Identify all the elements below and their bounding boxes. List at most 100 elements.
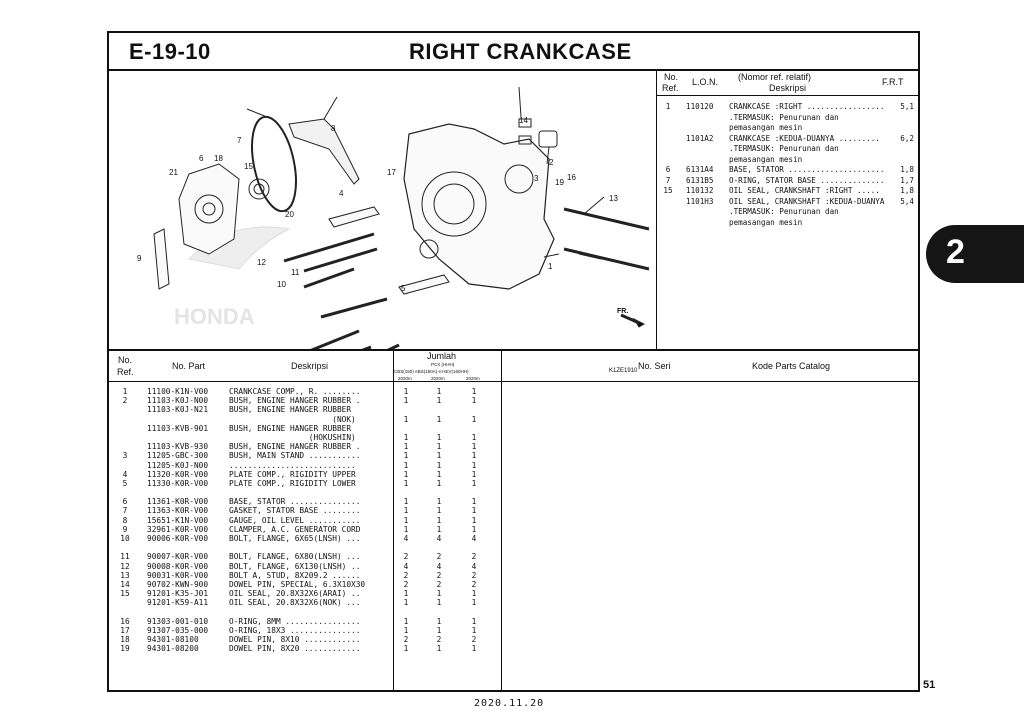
bolt-10b <box>320 297 388 319</box>
cell-q1: 4 <box>403 561 409 571</box>
cell-q2: 1 <box>436 644 442 654</box>
cell-part: 90702-KWN-900 <box>147 579 209 589</box>
parts-table-header: No. Ref. No. Part Deskripsi Jumlah PCX (… <box>109 351 918 382</box>
cell-ref: 5 <box>122 478 128 488</box>
cell-desc: BUSH, MAIN STAND ........... <box>229 451 361 461</box>
lon-row: pemasangan mesin <box>656 155 918 166</box>
header-jumlah-sub: PCX (HHH) <box>431 362 455 367</box>
cell-q3: 1 <box>471 616 477 626</box>
stud-13b <box>563 247 650 271</box>
cell-desc: O-RING, 18X3 ............... <box>229 625 361 635</box>
lon-table: No. Ref. L.O.N. (Nomor ref. relatif) Des… <box>656 69 918 349</box>
plate-lower <box>398 274 450 295</box>
lon-cell-frt: 6,2 <box>900 133 914 143</box>
callout-12: 12 <box>257 258 266 267</box>
cell-q1: 1 <box>403 644 409 654</box>
cell-ref: 16 <box>120 616 130 626</box>
lon-cell-desc: pemasangan mesin <box>729 217 803 227</box>
exploded-diagram: 1 2 3 4 5 6 7 8 9 10 11 12 13 14 15 16 1… <box>109 69 657 374</box>
chapter-tab[interactable]: 2 <box>926 225 1024 283</box>
cell-q3: 1 <box>471 460 477 470</box>
cell-desc: BOLT A, STUD, 8X209.2 ...... <box>229 570 361 580</box>
header-q1: 2020m <box>398 376 412 381</box>
cell-q3: 1 <box>471 478 477 488</box>
cell-q1: 1 <box>403 432 409 442</box>
diagram-code: K1ZE1910 <box>609 368 638 374</box>
lon-cell-ref: 7 <box>665 175 671 185</box>
cell-q1: 1 <box>403 460 409 470</box>
cell-part: 11330-K0R-V00 <box>147 478 209 488</box>
cell-q3: 1 <box>471 497 477 507</box>
cell-desc: BUSH, ENGINE HANGER RUBBER <box>229 405 352 415</box>
cell-ref: 11 <box>120 552 130 562</box>
lon-row: .TERMASUK: Penurunan dan <box>656 207 918 218</box>
cell-desc: GASKET, STATOR BASE ........ <box>229 506 361 516</box>
callout-16: 16 <box>567 173 576 182</box>
dowel-14b <box>518 118 532 128</box>
lon-header-lon: L.O.N. <box>692 77 719 87</box>
bolt-12a <box>283 232 375 263</box>
header-no: No. <box>118 355 133 365</box>
cell-ref: 1 <box>122 387 128 396</box>
stator-base-shape <box>178 163 240 255</box>
cell-q2: 1 <box>436 616 442 626</box>
cell-part: 11320-K0R-V00 <box>147 469 209 479</box>
cell-q2: 1 <box>436 589 442 599</box>
cell-q2: 1 <box>436 432 442 442</box>
lon-cell-lon: 1101H3 <box>686 196 714 206</box>
cell-q3: 2 <box>471 635 477 645</box>
cell-q2: 2 <box>436 579 442 589</box>
lon-cell-desc: .TERMASUK: Penurunan dan <box>729 112 839 122</box>
cell-q2: 1 <box>436 460 442 470</box>
cell-desc: ........................... <box>229 460 356 470</box>
callout-4: 4 <box>339 189 344 198</box>
cell-ref: 8 <box>122 515 128 525</box>
cell-q1: 1 <box>403 414 409 424</box>
cell-part: 15651-K1N-V00 <box>147 515 209 525</box>
lon-cell-frt: 1,7 <box>900 175 914 185</box>
cell-desc: DOWEL PIN, 8X20 ............ <box>229 644 361 654</box>
cell-desc: BASE, STATOR ............... <box>229 497 361 507</box>
lon-cell-desc: pemasangan mesin <box>729 123 803 132</box>
plate-upper <box>328 206 380 228</box>
cell-part: 91201-K35-J01 <box>147 589 209 599</box>
cell-ref: 9 <box>122 524 128 534</box>
cell-q3: 2 <box>471 579 477 589</box>
cell-part: 11361-K0R-V00 <box>147 497 209 507</box>
cell-part: 90007-K0R-V00 <box>147 552 209 562</box>
lon-cell-frt: 1,8 <box>900 165 914 174</box>
header-no-seri: No. Seri <box>638 361 671 371</box>
cell-q2: 1 <box>436 387 442 396</box>
cell-q3: 1 <box>471 589 477 599</box>
column-divider <box>393 351 395 690</box>
crankcase-drawing: 1 2 3 4 5 6 7 8 9 10 11 12 13 14 15 16 1… <box>137 86 650 363</box>
cell-q1: 1 <box>403 478 409 488</box>
callout-8: 8 <box>331 124 336 133</box>
lon-cell-lon: 110120 <box>686 102 714 111</box>
cell-part: 11103-K0J-N21 <box>147 405 209 415</box>
header-kode: Kode Parts Catalog <box>752 361 831 371</box>
lon-row: pemasangan mesin <box>656 218 918 229</box>
cell-q1: 1 <box>403 589 409 599</box>
cell-desc: OIL SEAL, 20.8X32X6(NOK) ... <box>229 598 361 608</box>
bolt-12b <box>296 329 360 358</box>
cell-ref: 4 <box>122 469 128 479</box>
cell-part: 11363-K0R-V00 <box>147 506 209 516</box>
lon-cell-lon: 110132 <box>686 186 714 195</box>
cell-part: 94301-08200 <box>147 644 199 654</box>
cell-desc: BUSH, ENGINE HANGER RUBBER . <box>229 396 361 406</box>
table-row <box>109 543 569 552</box>
lon-row: pemasangan mesin <box>656 123 918 134</box>
